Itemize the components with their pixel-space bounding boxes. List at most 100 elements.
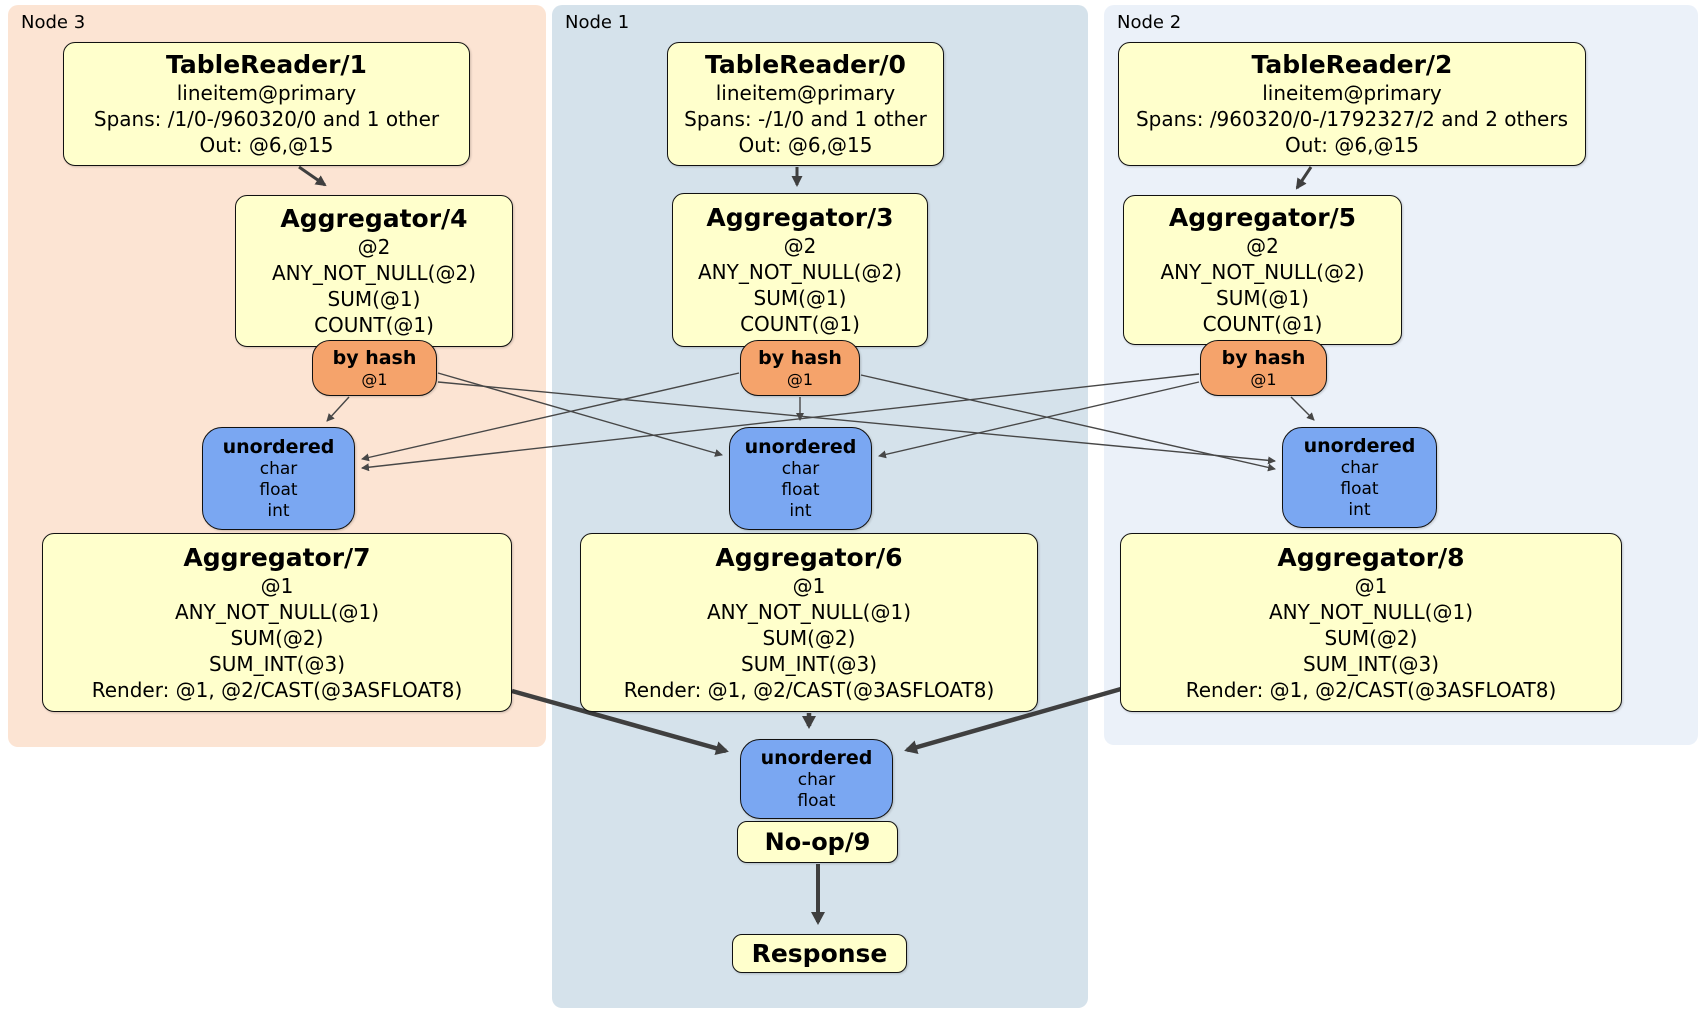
sync-detail-line: char bbox=[259, 459, 298, 479]
aggregator-box: Aggregator/5 @2 ANY_NOT_NULL(@2) SUM(@1)… bbox=[1123, 195, 1402, 345]
processor-title: Aggregator/8 bbox=[1277, 542, 1465, 572]
processor-title: TableReader/1 bbox=[166, 50, 367, 79]
processor-title: Aggregator/3 bbox=[706, 203, 894, 232]
edge-router2-sync1 bbox=[878, 381, 1200, 459]
processor-detail-line: Out: @6,@15 bbox=[199, 133, 334, 157]
processor-title: Aggregator/4 bbox=[280, 204, 468, 233]
table-reader-box: TableReader/2 lineitem@primary Spans: /9… bbox=[1118, 42, 1586, 166]
processor-detail-line: @2 bbox=[1246, 234, 1279, 258]
processor-detail-line: @1 bbox=[1354, 573, 1388, 598]
sync-title: unordered bbox=[760, 747, 873, 769]
processor-detail-line: @1 bbox=[260, 573, 294, 598]
final-unordered-sync-box: unordered char float bbox=[740, 739, 893, 819]
processor-detail-line: ANY_NOT_NULL(@1) bbox=[707, 599, 911, 624]
processor-title: TableReader/2 bbox=[1251, 50, 1453, 79]
sync-detail-line: int bbox=[1348, 500, 1371, 520]
noop-box: No-op/9 bbox=[737, 821, 898, 863]
aggregator-box: Aggregator/3 @2 ANY_NOT_NULL(@2) SUM(@1)… bbox=[672, 193, 928, 347]
sync-title: unordered bbox=[1303, 435, 1416, 457]
edge-tablereader2-aggregator5 bbox=[1295, 166, 1313, 190]
sync-detail-line: float bbox=[259, 480, 298, 500]
processor-detail-line: lineitem@primary bbox=[176, 81, 357, 105]
processor-detail-line: Spans: /960320/0-/1792327/2 and 2 others bbox=[1135, 107, 1568, 131]
router-title: by hash bbox=[332, 347, 417, 369]
processor-detail-line: ANY_NOT_NULL(@2) bbox=[698, 260, 902, 284]
processor-title: TableReader/0 bbox=[705, 50, 906, 79]
unordered-sync-box: unordered char float int bbox=[202, 427, 355, 530]
processor-detail-line: SUM_INT(@3) bbox=[1303, 651, 1439, 676]
processor-detail-line: @1 bbox=[792, 573, 826, 598]
processor-detail-line: ANY_NOT_NULL(@1) bbox=[175, 599, 379, 624]
processor-detail-line: Render: @1, @2/CAST(@3ASFLOAT8) bbox=[1185, 677, 1557, 702]
router-title: by hash bbox=[1221, 347, 1306, 369]
aggregator-box: Aggregator/7 @1 ANY_NOT_NULL(@1) SUM(@2)… bbox=[42, 533, 512, 712]
edge-router2-sync2 bbox=[1290, 396, 1315, 421]
sync-detail-line: float bbox=[797, 791, 836, 811]
table-reader-box: TableReader/0 lineitem@primary Spans: -/… bbox=[667, 42, 944, 166]
processor-title: Aggregator/5 bbox=[1168, 203, 1357, 232]
processor-detail-line: lineitem@primary bbox=[1262, 81, 1442, 105]
router-detail-line: @1 bbox=[786, 370, 814, 389]
sync-title: unordered bbox=[744, 436, 857, 458]
processor-detail-line: ANY_NOT_NULL(@2) bbox=[1160, 260, 1365, 284]
processor-detail-line: @2 bbox=[783, 234, 817, 258]
processor-detail-line: COUNT(@1) bbox=[740, 312, 860, 336]
hash-router-box: by hash @1 bbox=[1200, 340, 1327, 396]
processor-detail-line: SUM(@1) bbox=[1216, 286, 1309, 310]
processor-detail-line: SUM(@2) bbox=[1324, 625, 1418, 650]
aggregator-box: Aggregator/4 @2 ANY_NOT_NULL(@2) SUM(@1)… bbox=[235, 195, 513, 347]
edge-router1-sync3 bbox=[361, 372, 740, 462]
sync-detail-line: char bbox=[797, 770, 836, 790]
edge-aggregator8-final-sync bbox=[904, 686, 1122, 754]
sync-detail-line: float bbox=[781, 480, 820, 500]
processor-detail-line: SUM_INT(@3) bbox=[209, 651, 345, 676]
processor-detail-line: SUM(@1) bbox=[753, 286, 847, 310]
processor-detail-line: lineitem@primary bbox=[715, 81, 896, 105]
edge-router3-sync2 bbox=[437, 381, 1276, 465]
hash-router-box: by hash @1 bbox=[740, 340, 860, 396]
sync-title: unordered bbox=[222, 436, 335, 458]
processor-title: Response bbox=[751, 939, 888, 968]
edge-tablereader1-aggregator4 bbox=[298, 165, 327, 187]
processor-detail-line: Out: @6,@15 bbox=[738, 133, 873, 157]
edge-router1-sync2 bbox=[860, 374, 1276, 472]
processor-detail-line: SUM_INT(@3) bbox=[741, 651, 877, 676]
node-label: Node 1 bbox=[565, 12, 630, 33]
response-box: Response bbox=[732, 934, 907, 973]
processor-title: Aggregator/6 bbox=[715, 542, 903, 572]
hash-router-box: by hash @1 bbox=[312, 340, 437, 396]
node-label: Node 2 bbox=[1117, 12, 1182, 33]
sync-detail-line: int bbox=[789, 501, 812, 521]
processor-detail-line: ANY_NOT_NULL(@2) bbox=[272, 261, 476, 285]
processor-detail-line: Spans: /1/0-/960320/0 and 1 other bbox=[93, 107, 440, 131]
processor-detail-line: Spans: -/1/0 and 1 other bbox=[684, 107, 927, 131]
router-detail-line: @1 bbox=[1250, 370, 1277, 389]
sync-detail-line: int bbox=[267, 501, 290, 521]
processor-detail-line: Render: @1, @2/CAST(@3ASFLOAT8) bbox=[623, 677, 995, 702]
processor-detail-line: COUNT(@1) bbox=[1202, 312, 1323, 336]
sync-detail-line: char bbox=[781, 459, 820, 479]
processor-detail-line: @2 bbox=[357, 235, 391, 259]
router-title: by hash bbox=[758, 347, 842, 369]
edge-router2-sync3 bbox=[361, 373, 1200, 472]
aggregator-box: Aggregator/8 @1 ANY_NOT_NULL(@1) SUM(@2)… bbox=[1120, 533, 1622, 712]
processor-detail-line: Render: @1, @2/CAST(@3ASFLOAT8) bbox=[91, 677, 463, 702]
processor-detail-line: SUM(@2) bbox=[230, 625, 324, 650]
processor-detail-line: ANY_NOT_NULL(@1) bbox=[1269, 599, 1473, 624]
processor-detail-line: SUM(@2) bbox=[762, 625, 856, 650]
aggregator-box: Aggregator/6 @1 ANY_NOT_NULL(@1) SUM(@2)… bbox=[580, 533, 1038, 712]
processor-title: No-op/9 bbox=[764, 828, 871, 856]
table-reader-box: TableReader/1 lineitem@primary Spans: /1… bbox=[63, 42, 470, 166]
sync-detail-line: char bbox=[1340, 458, 1379, 478]
processor-detail-line: Out: @6,@15 bbox=[1285, 133, 1419, 157]
unordered-sync-box: unordered char float int bbox=[729, 427, 872, 530]
processor-title: Aggregator/7 bbox=[183, 542, 371, 572]
unordered-sync-box: unordered char float int bbox=[1282, 427, 1437, 528]
router-detail-line: @1 bbox=[361, 370, 388, 389]
processor-detail-line: SUM(@1) bbox=[327, 287, 421, 311]
edge-router3-sync3 bbox=[326, 396, 350, 422]
node-label: Node 3 bbox=[21, 12, 86, 33]
sync-detail-line: float bbox=[1340, 479, 1379, 499]
